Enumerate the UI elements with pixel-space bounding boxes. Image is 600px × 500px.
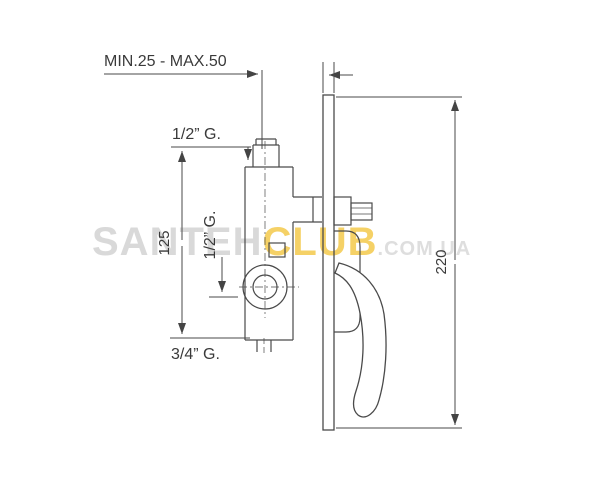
height-125-label: 125	[156, 230, 173, 255]
port-boss	[268, 242, 286, 258]
knob-stem	[350, 202, 373, 221]
watermark-brand-left: SANTEH	[92, 220, 263, 264]
watermark-domain: .COM.UA	[377, 238, 472, 260]
valve-body	[239, 138, 322, 356]
plate-rect	[322, 94, 335, 431]
watermark: SANTEHCLUB.COM.UA	[92, 220, 471, 265]
dimension-plate-height	[336, 96, 462, 429]
outlet-bottom-label: 3/4” G.	[171, 346, 220, 363]
plate-height-label: 220	[433, 249, 450, 274]
dimension-wall-depth	[104, 62, 353, 149]
label-inlet-top	[171, 146, 252, 160]
label-outlet-side	[209, 257, 238, 298]
diverter-knob	[333, 196, 373, 226]
lever-handle	[334, 262, 387, 418]
outlet-side-label: 1/2” G.	[202, 211, 219, 260]
wall-plate	[322, 94, 335, 431]
knob-collar	[333, 196, 352, 226]
inlet-top-label: 1/2” G.	[172, 126, 221, 143]
wall-depth-label: MIN.25 - MAX.50	[104, 53, 227, 70]
